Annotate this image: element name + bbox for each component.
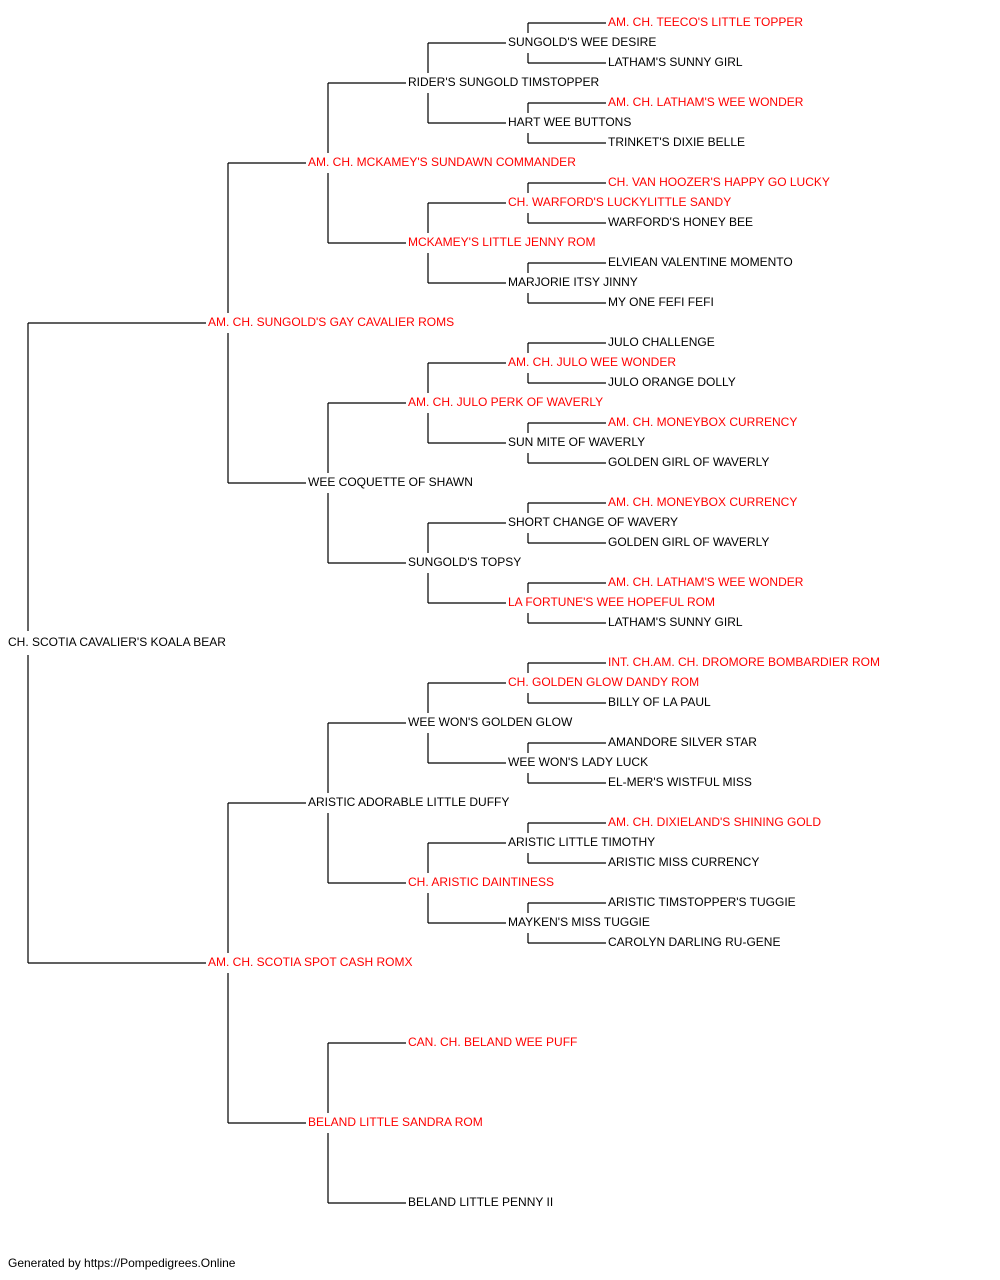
dog-name-gen3: WEE WON'S GOLDEN GLOW bbox=[408, 715, 573, 729]
connector-lines bbox=[27, 22, 606, 1204]
dog-name-gen5: INT. CH.AM. CH. DROMORE BOMBARDIER ROM bbox=[608, 655, 880, 669]
dog-name-gen5: MY ONE FEFI FEFI bbox=[608, 295, 714, 309]
dog-name-gen4: CH. GOLDEN GLOW DANDY ROM bbox=[508, 675, 699, 689]
dog-name-gen2: ARISTIC ADORABLE LITTLE DUFFY bbox=[308, 795, 509, 809]
dog-name-gen5: JULO ORANGE DOLLY bbox=[608, 375, 736, 389]
dog-name-gen1: AM. CH. SUNGOLD'S GAY CAVALIER ROMS bbox=[208, 315, 454, 329]
dog-name-gen4: ARISTIC LITTLE TIMOTHY bbox=[508, 835, 655, 849]
dog-name-gen5: ARISTIC TIMSTOPPER'S TUGGIE bbox=[608, 895, 796, 909]
dog-name-gen4: WEE WON'S LADY LUCK bbox=[508, 755, 648, 769]
dog-labels: CH. SCOTIA CAVALIER'S KOALA BEAR AM. CH. … bbox=[8, 15, 880, 1209]
footer-credit: Generated by https://Pompedigrees.Online bbox=[8, 1256, 236, 1270]
dog-name-gen2: BELAND LITTLE SANDRA ROM bbox=[308, 1115, 483, 1129]
dog-name-gen2: WEE COQUETTE OF SHAWN bbox=[308, 475, 473, 489]
dog-name-gen3: RIDER'S SUNGOLD TIMSTOPPER bbox=[408, 75, 600, 89]
dog-name-gen5: BILLY OF LA PAUL bbox=[608, 695, 711, 709]
dog-name-gen4: SHORT CHANGE OF WAVERY bbox=[508, 515, 678, 529]
dog-name-gen4: MARJORIE ITSY JINNY bbox=[508, 275, 638, 289]
dog-name-gen4: SUNGOLD'S WEE DESIRE bbox=[508, 35, 656, 49]
dog-name-gen5: CAROLYN DARLING RU-GENE bbox=[608, 935, 780, 949]
dog-name-gen5: LATHAM'S SUNNY GIRL bbox=[608, 55, 743, 69]
dog-name-gen4: HART WEE BUTTONS bbox=[508, 115, 631, 129]
dog-name-gen3: MCKAMEY'S LITTLE JENNY ROM bbox=[408, 235, 595, 249]
dog-name-gen5: GOLDEN GIRL OF WAVERLY bbox=[608, 455, 769, 469]
dog-name-gen3: SUNGOLD'S TOPSY bbox=[408, 555, 521, 569]
dog-name-gen5: AM. CH. LATHAM'S WEE WONDER bbox=[608, 575, 804, 589]
dog-name-gen5: AM. CH. DIXIELAND'S SHINING GOLD bbox=[608, 815, 821, 829]
dog-name-gen5: AM. CH. MONEYBOX CURRENCY bbox=[608, 495, 797, 509]
dog-name-gen5: AM. CH. TEECO'S LITTLE TOPPER bbox=[608, 15, 803, 29]
dog-name-gen4: MAYKEN'S MISS TUGGIE bbox=[508, 915, 650, 929]
dog-name-gen5: CH. VAN HOOZER'S HAPPY GO LUCKY bbox=[608, 175, 830, 189]
dog-name-gen5: JULO CHALLENGE bbox=[608, 335, 715, 349]
dog-name-gen0: CH. SCOTIA CAVALIER'S KOALA BEAR bbox=[8, 635, 226, 649]
dog-name-gen5: TRINKET'S DIXIE BELLE bbox=[608, 135, 745, 149]
dog-name-gen3: BELAND LITTLE PENNY II bbox=[408, 1195, 553, 1209]
dog-name-gen5: AM. CH. MONEYBOX CURRENCY bbox=[608, 415, 797, 429]
dog-name-gen3: CH. ARISTIC DAINTINESS bbox=[408, 875, 554, 889]
dog-name-gen4: SUN MITE OF WAVERLY bbox=[508, 435, 645, 449]
dog-name-gen4: LA FORTUNE'S WEE HOPEFUL ROM bbox=[508, 595, 715, 609]
dog-name-gen5: LATHAM'S SUNNY GIRL bbox=[608, 615, 743, 629]
dog-name-gen5: AM. CH. LATHAM'S WEE WONDER bbox=[608, 95, 804, 109]
dog-name-gen5: ELVIEAN VALENTINE MOMENTO bbox=[608, 255, 793, 269]
dog-name-gen2: AM. CH. MCKAMEY'S SUNDAWN COMMANDER bbox=[308, 155, 576, 169]
dog-name-gen5: EL-MER'S WISTFUL MISS bbox=[608, 775, 752, 789]
dog-name-gen1: AM. CH. SCOTIA SPOT CASH ROMX bbox=[208, 955, 412, 969]
dog-name-gen4: AM. CH. JULO WEE WONDER bbox=[508, 355, 676, 369]
dog-name-gen5: WARFORD'S HONEY BEE bbox=[608, 215, 753, 229]
dog-name-gen5: ARISTIC MISS CURRENCY bbox=[608, 855, 759, 869]
dog-name-gen5: AMANDORE SILVER STAR bbox=[608, 735, 757, 749]
dog-name-gen3: CAN. CH. BELAND WEE PUFF bbox=[408, 1035, 577, 1049]
dog-name-gen5: GOLDEN GIRL OF WAVERLY bbox=[608, 535, 769, 549]
dog-name-gen4: CH. WARFORD'S LUCKYLITTLE SANDY bbox=[508, 195, 731, 209]
dog-name-gen3: AM. CH. JULO PERK OF WAVERLY bbox=[408, 395, 603, 409]
